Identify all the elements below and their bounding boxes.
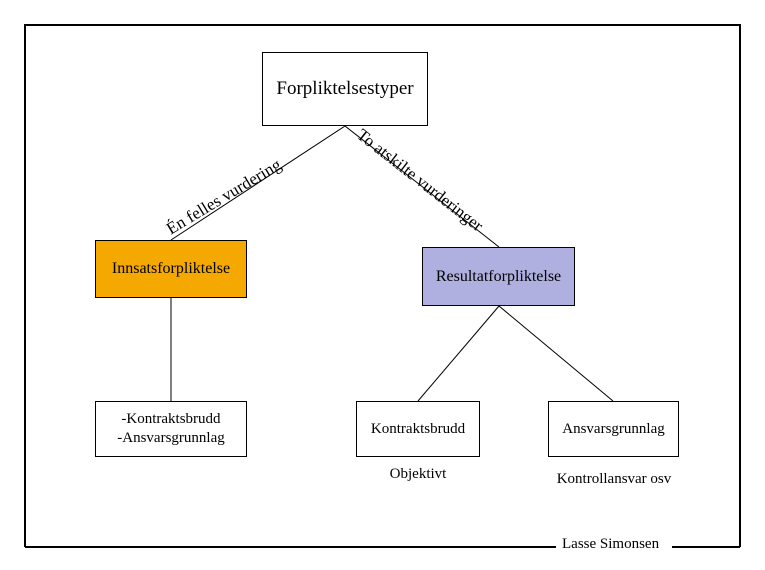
edge-result-to-breach <box>417 305 500 402</box>
node-innsatsforpliktelse[interactable]: Innsatsforpliktelse <box>95 240 247 298</box>
caption-objektivt: Objektivt <box>389 466 447 482</box>
node-resultatforpliktelse[interactable]: Resultatforpliktelse <box>422 247 575 306</box>
node-forpliktelsestyper-label: Forpliktelsestyper <box>276 78 414 100</box>
node-effort-criteria[interactable]: -Kontraktsbrudd -Ansvarsgrunnlag <box>95 401 247 457</box>
caption-kontrollansvar-osv: Kontrollansvar osv <box>556 471 672 487</box>
edge-label-to-atskilte-vurderinger: To atskilte vurderinger <box>353 125 487 236</box>
node-ansvarsgrunnlag[interactable]: Ansvarsgrunnlag <box>548 401 679 457</box>
edge-result-to-liability <box>498 305 614 402</box>
node-ansvarsgrunnlag-label: Ansvarsgrunnlag <box>562 420 665 437</box>
edge-label-en-felles-vurdering: Én felles vurdering <box>163 154 285 239</box>
node-forpliktelsestyper[interactable]: Forpliktelsestyper <box>262 52 428 126</box>
node-resultatforpliktelse-label: Resultatforpliktelse <box>435 267 562 285</box>
node-effort-criteria-label: -Kontraktsbrudd -Ansvarsgrunnlag <box>117 411 225 446</box>
node-innsatsforpliktelse-label: Innsatsforpliktelse <box>111 260 231 277</box>
node-kontraktsbrudd-label: Kontraktsbrudd <box>370 420 466 437</box>
footer-signature: Lasse Simonsen <box>556 536 666 553</box>
node-kontraktsbrudd[interactable]: Kontraktsbrudd <box>356 401 480 457</box>
